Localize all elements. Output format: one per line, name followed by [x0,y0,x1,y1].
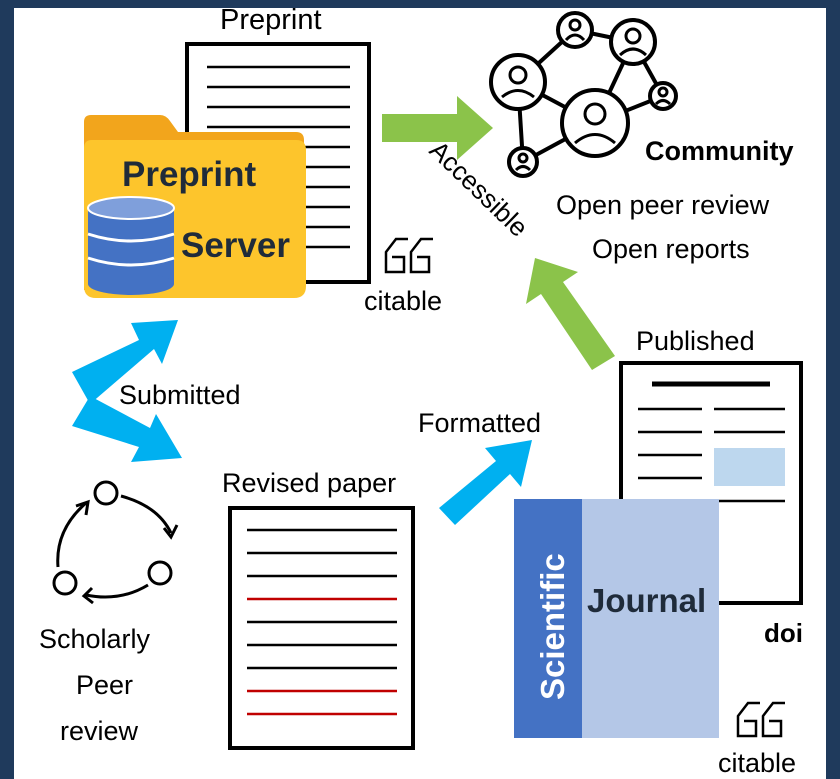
journal-label: Journal [587,582,706,619]
peer-label: Peer [76,670,133,700]
database-icon [87,196,175,295]
preprint-server-title-line1: Preprint [122,155,257,194]
revised-paper-document [228,506,415,750]
quote-icon [736,701,785,738]
journal-icon [514,499,719,738]
doi-label: doi [764,618,803,648]
quote-icon [384,237,433,274]
formatted-arrow [439,440,532,525]
published-to-community-arrow [526,258,615,370]
review-label: review [60,716,139,746]
revised-paper-label: Revised paper [222,468,396,498]
community-network-icon [489,11,678,178]
preprint-server-title-line2: Server [181,226,290,265]
citable-label-top: citable [364,286,442,316]
accessible-arrow [382,96,493,160]
citable-label-bottom: citable [718,748,796,778]
submitted-arrow-down [72,396,182,462]
submitted-arrow-up [72,320,178,404]
formatted-label: Formatted [418,408,541,438]
preprint-label: Preprint [220,4,322,36]
published-label: Published [636,326,755,356]
open-peer-review-label: Open peer review [556,190,770,220]
community-label: Community [645,136,794,166]
peer-review-cycle-icon [52,480,179,605]
submitted-label: Submitted [119,380,241,410]
scientific-label: Scientific [534,553,571,700]
open-reports-label: Open reports [592,234,750,264]
scholarly-label: Scholarly [39,624,151,654]
